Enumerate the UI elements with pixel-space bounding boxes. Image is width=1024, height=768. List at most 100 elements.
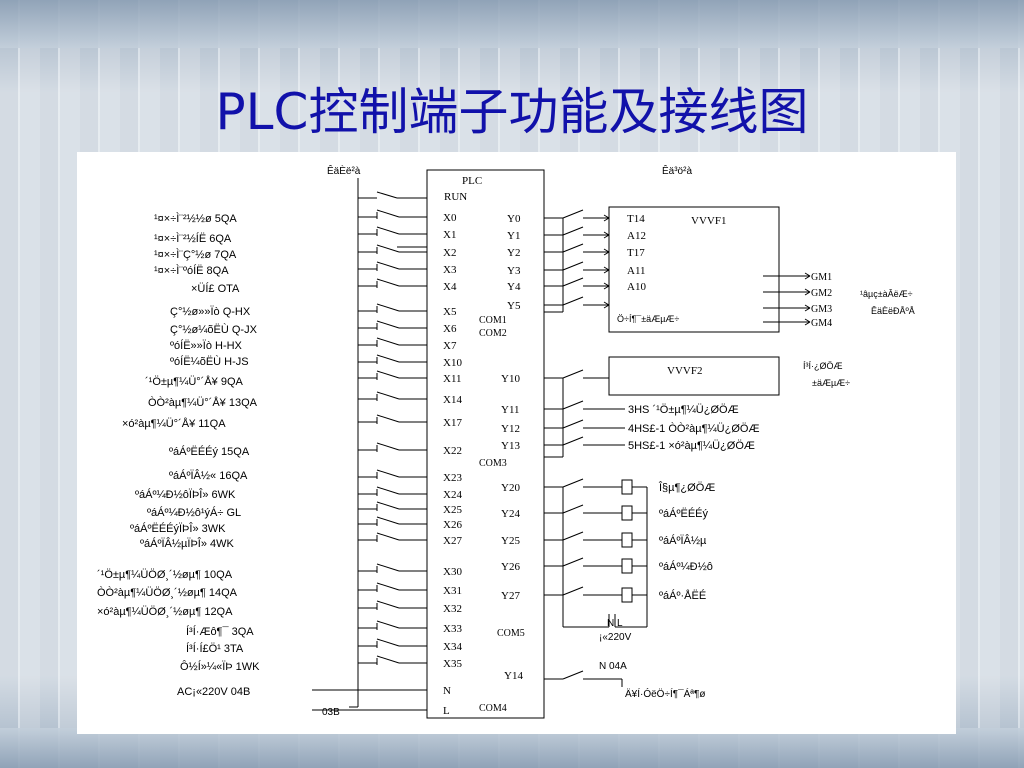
switch-contact bbox=[376, 209, 400, 218]
input-terminal-label: X0 bbox=[443, 212, 457, 224]
input-terminal-label: X35 bbox=[443, 658, 462, 670]
arrow-head bbox=[804, 272, 811, 277]
output-terminal-label: Y3 bbox=[507, 265, 521, 277]
switch-contact bbox=[376, 582, 400, 591]
input-terminal-label: N bbox=[443, 685, 451, 697]
valve-coil bbox=[621, 587, 633, 603]
output-contact bbox=[562, 436, 584, 446]
switch-contact bbox=[376, 486, 400, 495]
output-contact bbox=[562, 209, 584, 219]
input-description-label: ºáÁº¼Ð½ôÏÞÎ» 6WK bbox=[135, 488, 236, 501]
arrow-head bbox=[603, 217, 610, 222]
valve-coil bbox=[621, 479, 633, 495]
run-contact bbox=[376, 191, 398, 199]
arrow-head bbox=[603, 214, 610, 219]
arrow-head bbox=[804, 275, 811, 280]
input-terminal-label: X31 bbox=[443, 585, 462, 597]
knife-control-label: 5HS£-1 ×ó²àµ¶¼Ü¿ØÖÆ bbox=[628, 440, 755, 452]
arrow-head bbox=[804, 304, 811, 309]
switch-contact bbox=[376, 563, 400, 572]
vvvf2-note-1: Í³Í·¿ØÖÆ bbox=[803, 361, 843, 371]
plc-wiring-diagram: X0X1X2X3X4X5X6X7X10X11X14X17X22X23X24X25… bbox=[97, 164, 915, 719]
valve-label: ºáÁº·ÅËÉ bbox=[659, 589, 706, 602]
arrow-head bbox=[603, 266, 610, 271]
input-terminal-label: X3 bbox=[443, 264, 457, 276]
valve-coil bbox=[621, 532, 633, 548]
input-description-label: ÒÒ²àµ¶¼Ü°´Å¥ 13QA bbox=[148, 396, 258, 409]
motor-label: GM3 bbox=[811, 304, 832, 315]
input-terminal-label: X24 bbox=[443, 489, 462, 501]
input-description-label: Ç°½ø¼õËÙ Q-JX bbox=[170, 323, 258, 336]
switch-contact bbox=[376, 414, 400, 423]
motor-note-2: ÊäÈëÐÅºÅ bbox=[871, 306, 915, 316]
input-terminal-label: X25 bbox=[443, 504, 462, 516]
n04a-label: N 04A bbox=[599, 661, 627, 672]
input-description-label: ¹¤×÷Ì¨²½ÍË 6QA bbox=[154, 232, 232, 245]
switch-contact bbox=[376, 244, 400, 253]
knife-control-label: 3HS ´¹Ö±µ¶¼Ü¿ØÖÆ bbox=[628, 404, 739, 416]
input-terminal-label: X32 bbox=[443, 603, 462, 615]
output-contact bbox=[562, 557, 584, 567]
input-description-label: ºáÁºÏÂ½« 16QA bbox=[169, 469, 248, 482]
switch-contact bbox=[376, 278, 400, 287]
input-description-label: ×ó²àµ¶¼Ü°´Å¥ 11QA bbox=[122, 417, 226, 430]
arrow-head bbox=[603, 231, 610, 236]
input-side-header: ÊäÈë²à bbox=[327, 164, 361, 177]
input-terminal-label: X7 bbox=[443, 340, 457, 352]
plc-body bbox=[426, 169, 545, 719]
output-contact bbox=[562, 226, 584, 236]
input-terminal-label: X5 bbox=[443, 306, 457, 318]
arrow-head bbox=[804, 318, 811, 323]
output-terminal-label: Y12 bbox=[501, 423, 520, 435]
output-terminal-label: Y26 bbox=[501, 561, 520, 573]
output-contact bbox=[562, 586, 584, 596]
com3-label: COM3 bbox=[479, 458, 507, 469]
input-description-label: ¹¤×÷Ì¨²½½ø 5QA bbox=[154, 212, 237, 225]
input-terminal-label: X27 bbox=[443, 535, 462, 547]
arrow-head bbox=[603, 269, 610, 274]
output-terminal-label: Y27 bbox=[501, 590, 520, 602]
motor-label: GM4 bbox=[811, 318, 832, 329]
input-description-label: ×ÜÍ£ OTA bbox=[191, 282, 240, 295]
switch-contact bbox=[376, 501, 400, 510]
valve-label: ºáÁº¼Ð½ô bbox=[659, 560, 713, 573]
output-terminal-label: Y24 bbox=[501, 508, 520, 520]
ac-supply-label: AC¡«220V 04B bbox=[177, 686, 250, 698]
b03-label: 03B bbox=[322, 707, 340, 718]
switch-contact bbox=[376, 442, 400, 451]
y14-label: Y14 bbox=[504, 670, 523, 682]
input-description-label: ºáÁºÏÂ½µÏÞÎ» 4WK bbox=[140, 537, 235, 550]
input-description-label: ºáÁºËÉÉýÏÞÎ» 3WK bbox=[130, 522, 226, 535]
input-terminal-label: X14 bbox=[443, 394, 462, 406]
output-contact bbox=[562, 296, 584, 306]
input-terminal-label: X10 bbox=[443, 357, 462, 369]
plc-label: PLC bbox=[462, 175, 482, 187]
vvvf1-terminal-label: T14 bbox=[627, 213, 645, 225]
input-terminal-label: X4 bbox=[443, 281, 457, 293]
arrow-head bbox=[603, 251, 610, 256]
nl-label: N L bbox=[607, 618, 623, 629]
vvvf1-terminal-label: A10 bbox=[627, 281, 646, 293]
output-terminal-label: Y10 bbox=[501, 373, 520, 385]
input-description-label: ºáÁº¼Ð½ô¹ýÁ÷ GL bbox=[147, 506, 241, 519]
com5-label: COM5 bbox=[497, 628, 525, 639]
input-terminal-label: X26 bbox=[443, 519, 462, 531]
y14-contact bbox=[562, 670, 584, 680]
switch-contact bbox=[376, 600, 400, 609]
vvvf1-terminal-label: T17 bbox=[627, 247, 645, 259]
vvvf2-label: VVVF2 bbox=[667, 365, 702, 377]
output-terminal-label: Y13 bbox=[501, 440, 520, 452]
input-terminal-label: X1 bbox=[443, 229, 456, 241]
output-contact bbox=[562, 369, 584, 379]
com1-label: COM1 bbox=[479, 315, 507, 326]
switch-contact bbox=[376, 516, 400, 525]
input-terminal-label: X33 bbox=[443, 623, 462, 635]
switch-contact bbox=[376, 391, 400, 400]
vvvf1-terminal-label: A12 bbox=[627, 230, 646, 242]
output-contact bbox=[562, 531, 584, 541]
switch-contact bbox=[376, 337, 400, 346]
input-description-label: ¹¤×÷Ì¨Ç°½ø 7QA bbox=[154, 248, 237, 261]
output-contact bbox=[562, 243, 584, 253]
valve-label: ºáÁºÏÂ½µ bbox=[659, 534, 707, 547]
switch-contact bbox=[376, 226, 400, 235]
